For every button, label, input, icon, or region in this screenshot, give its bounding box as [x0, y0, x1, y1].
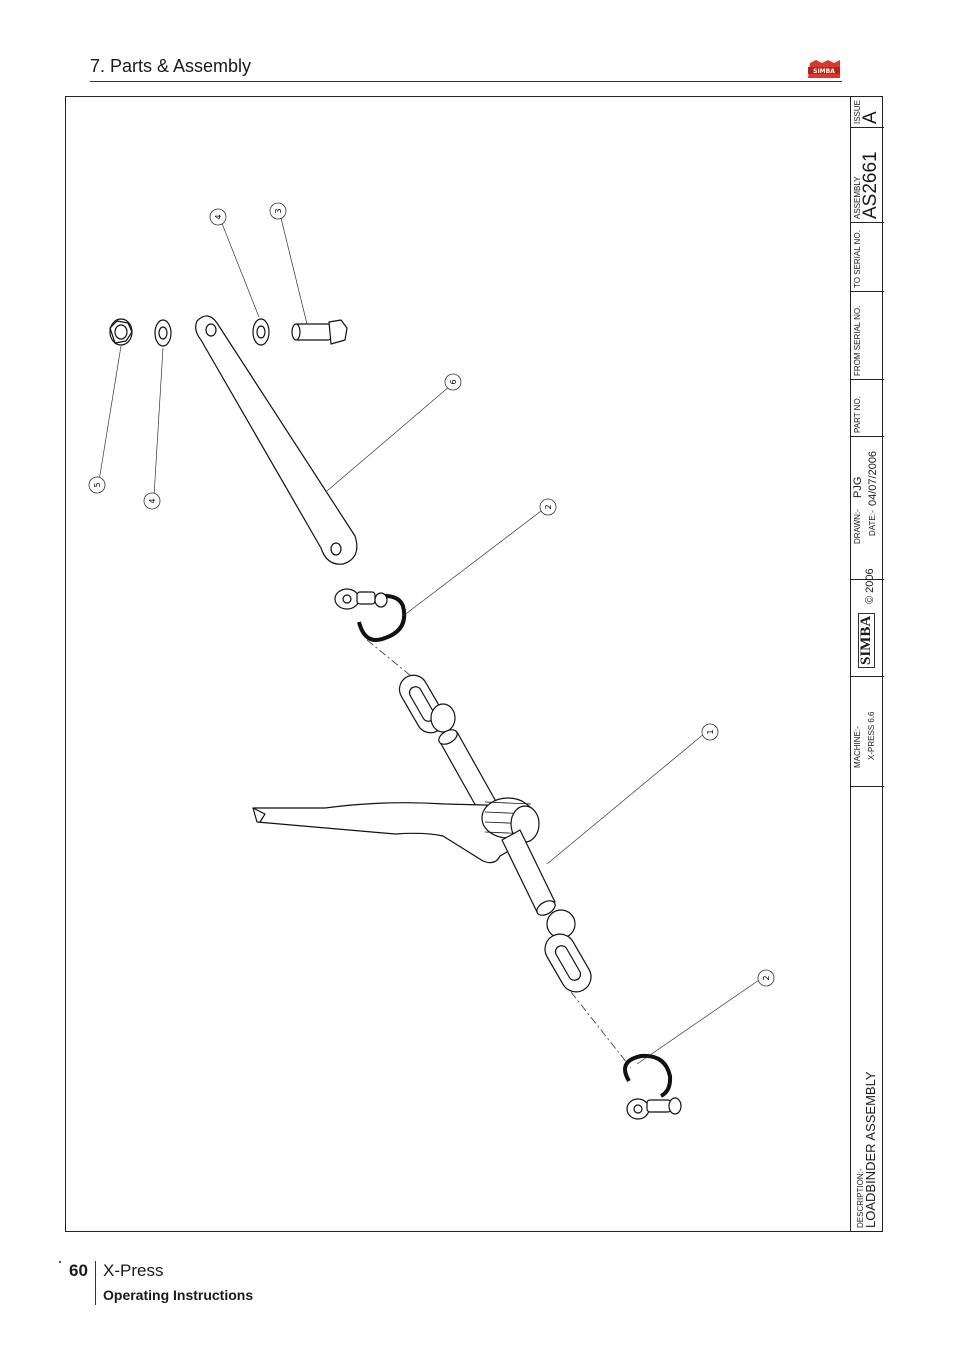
svg-text:1: 1 [706, 729, 715, 734]
balloon-2-upper: 2 [539, 498, 557, 516]
upper-shackle-part [334, 588, 407, 642]
lower-shackle-part [623, 1053, 682, 1120]
balloon-4-upper: 4 [209, 208, 227, 226]
svg-text:2: 2 [544, 504, 553, 509]
title-block: ISSUE A ASSEMBLY AS2661 TO SERIAL NO. FR… [850, 96, 884, 1232]
page-number: 60 [69, 1261, 88, 1280]
product-name: X-Press [103, 1261, 164, 1280]
upper-chain-link [398, 674, 456, 734]
balloon-1: 1 [701, 723, 719, 741]
svg-text:2: 2 [762, 975, 771, 980]
lower-barrel [501, 829, 556, 916]
from-serial-label: FROM SERIAL NO. [853, 305, 862, 376]
machine-label: MACHINE:- [853, 726, 862, 768]
to-serial-label: TO SERIAL NO. [853, 230, 862, 288]
leader-lines [98, 213, 763, 1065]
simba-logo: SIMBA [808, 60, 840, 78]
drawn-by: PJG [852, 476, 864, 498]
header-rule [90, 81, 842, 82]
description-value: LOADBINDER ASSEMBLY [863, 1071, 878, 1228]
washer-part-left [154, 319, 172, 347]
balloon-6: 6 [444, 373, 462, 391]
manual-subtitle: Operating Instructions [103, 1287, 254, 1303]
bolt-part [291, 319, 348, 345]
simba-title-logo: SIMBA [858, 612, 875, 668]
svg-text:5: 5 [93, 482, 102, 487]
copyright: © 2006 [864, 568, 876, 604]
date-label: DATE:- [868, 510, 877, 536]
link-bar-part [195, 315, 358, 565]
drawn-label: DRAWN:- [853, 509, 862, 544]
margin-mark [59, 1261, 61, 1263]
drawing-date: 04/07/2006 [867, 450, 879, 506]
svg-text:3: 3 [274, 208, 283, 213]
section-title: 7. Parts & Assembly [90, 56, 252, 76]
svg-text:SIMBA: SIMBA [813, 68, 835, 75]
svg-text:4: 4 [148, 498, 157, 503]
part-no-label: PART NO. [853, 396, 862, 433]
footer-rule [95, 1261, 96, 1305]
lower-chain-link [544, 909, 592, 993]
balloon-3: 3 [269, 202, 287, 220]
balloon-5: 5 [88, 476, 106, 494]
svg-text:4: 4 [214, 214, 223, 219]
svg-text:6: 6 [449, 379, 458, 384]
balloons: 4 3 6 5 4 2 1 2 [88, 202, 775, 987]
washer-part-right [252, 318, 270, 346]
issue-value: A [860, 111, 881, 124]
centre-lines [366, 639, 632, 1069]
assembly-number: AS2661 [860, 151, 881, 219]
machine-value: X-PRESS 6.6 [867, 711, 876, 760]
drawing-frame [65, 96, 883, 1232]
exploded-view: 4 3 6 5 4 2 1 2 [88, 202, 775, 1120]
nut-part [109, 318, 133, 346]
balloon-4-lower: 4 [143, 492, 161, 510]
balloon-2-lower: 2 [757, 969, 775, 987]
